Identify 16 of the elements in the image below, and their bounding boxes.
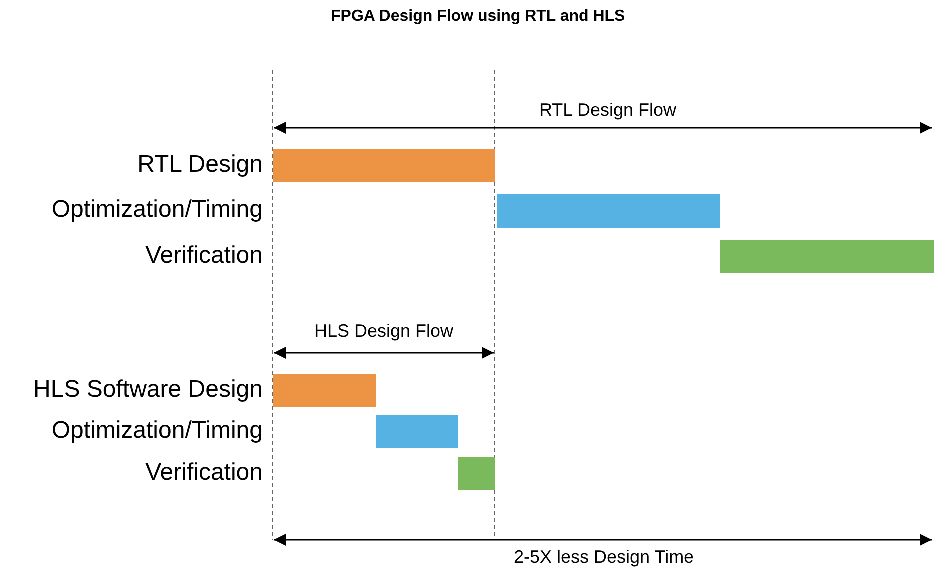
row-label: Verification xyxy=(146,458,263,488)
row-label: Verification xyxy=(146,240,263,270)
task-bar xyxy=(273,149,495,182)
task-bar xyxy=(720,240,934,273)
dimension-label: 2-5X less Design Time xyxy=(514,547,694,568)
task-bar xyxy=(458,457,495,490)
task-bar xyxy=(273,374,376,407)
dimension-label: HLS Design Flow xyxy=(314,321,454,342)
row-label: RTL Design xyxy=(138,150,263,180)
dimension-label: RTL Design Flow xyxy=(540,100,677,121)
chart-title: FPGA Design Flow using RTL and HLS xyxy=(331,8,626,26)
task-bar xyxy=(376,415,458,448)
row-label: Optimization/Timing xyxy=(52,416,263,446)
task-bar xyxy=(497,194,720,228)
row-label: Optimization/Timing xyxy=(52,195,263,225)
row-label: HLS Software Design xyxy=(34,374,263,404)
